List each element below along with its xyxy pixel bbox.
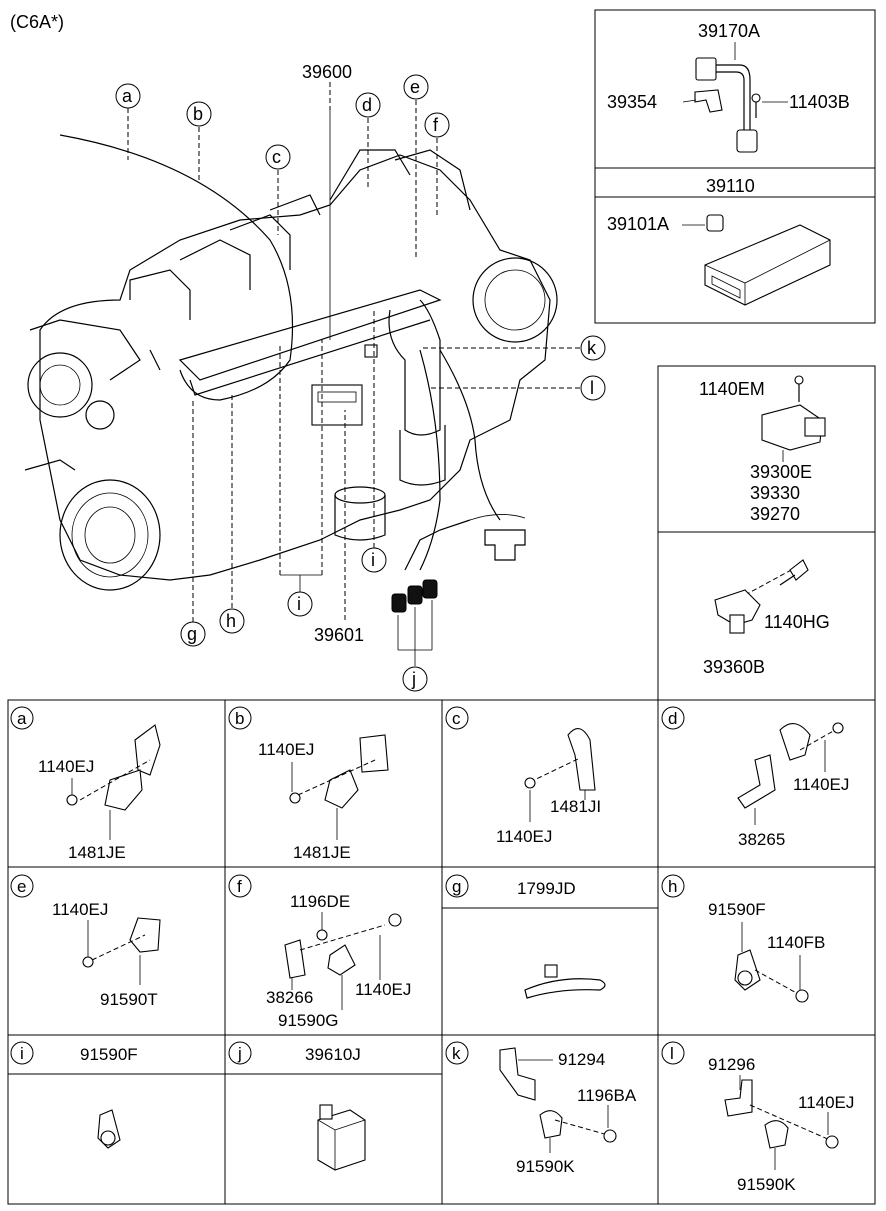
part-39270: 39270 <box>750 504 800 524</box>
cell-k: 91294 1196BA 91590K <box>499 1047 637 1176</box>
cell-l: 91296 1140EJ 91590K <box>708 1055 854 1194</box>
parts-grid <box>7 699 876 1205</box>
svg-text:a: a <box>17 709 27 728</box>
callout-l: l <box>590 378 594 398</box>
cell-h: 91590F 1140FB <box>708 900 825 1003</box>
part-39601: 39601 <box>314 625 364 645</box>
engine-illustration <box>24 110 558 613</box>
svg-text:1140EJ: 1140EJ <box>52 900 108 919</box>
svg-text:l: l <box>670 1044 674 1063</box>
callout-g: g <box>187 624 197 644</box>
variant-code: (C6A*) <box>10 12 64 32</box>
svg-text:g: g <box>452 877 461 896</box>
svg-text:1140EJ: 1140EJ <box>496 827 552 846</box>
callout-c: c <box>272 147 281 167</box>
main-callouts: a b c d e f g h i i j k l <box>115 74 606 692</box>
svg-text:91590G: 91590G <box>278 1011 339 1030</box>
callout-h: h <box>226 611 236 631</box>
svg-text:1140EJ: 1140EJ <box>355 980 411 999</box>
part-39330: 39330 <box>750 483 800 503</box>
main-leaders <box>127 82 580 666</box>
svg-text:1481JE: 1481JE <box>293 843 351 862</box>
sensor-ecu-panel <box>594 9 876 324</box>
svg-text:b: b <box>235 709 244 728</box>
svg-text:91590T: 91590T <box>100 990 158 1009</box>
title-39610J: 39610J <box>305 1045 361 1064</box>
svg-text:j: j <box>237 1044 242 1063</box>
svg-text:c: c <box>452 709 461 728</box>
callout-i-2: i <box>371 550 375 570</box>
part-39360B: 39360B <box>703 657 765 677</box>
part-39300E: 39300E <box>750 462 812 482</box>
part-39110: 39110 <box>706 176 755 196</box>
svg-text:91590F: 91590F <box>708 900 766 919</box>
crank-sensor-group: 39170A 39354 11403B <box>607 21 850 153</box>
svg-text:k: k <box>452 1044 461 1063</box>
callout-b: b <box>193 104 203 124</box>
part-39600: 39600 <box>302 62 352 82</box>
svg-text:1140EJ: 1140EJ <box>38 757 94 776</box>
part-1140HG: 1140HG <box>764 612 830 632</box>
grid-keys: a b c d e f g h i j k l <box>10 706 685 1065</box>
svg-text:1481JI: 1481JI <box>550 797 601 816</box>
knock-sensor-group: 1140HG 39360B <box>703 559 830 677</box>
svg-text:91590K: 91590K <box>516 1157 575 1176</box>
svg-text:38265: 38265 <box>738 830 785 849</box>
svg-text:91590K: 91590K <box>737 1175 796 1194</box>
part-39101A: 39101A <box>607 214 669 234</box>
svg-text:d: d <box>668 709 677 728</box>
part-1140EM: 1140EM <box>699 379 765 399</box>
ecu-group: 39101A <box>607 214 831 306</box>
title-91590F: 91590F <box>80 1045 138 1064</box>
svg-text:91294: 91294 <box>558 1050 605 1069</box>
map-sensor-group: 1140EM 39300E 39330 39270 <box>699 375 826 524</box>
cell-f: 1196DE 38266 1140EJ 91590G <box>266 892 411 1030</box>
svg-text:1196BA: 1196BA <box>577 1086 637 1105</box>
svg-text:1140EJ: 1140EJ <box>258 740 314 759</box>
cell-i <box>97 1109 121 1149</box>
svg-text:91296: 91296 <box>708 1055 755 1074</box>
callout-f: f <box>433 115 439 135</box>
cell-d: 1140EJ 38265 <box>737 722 849 849</box>
svg-text:h: h <box>668 877 677 896</box>
svg-text:38266: 38266 <box>266 988 313 1007</box>
callout-k: k <box>587 338 597 358</box>
svg-text:1140EJ: 1140EJ <box>793 775 849 794</box>
part-39170A: 39170A <box>698 21 760 41</box>
callout-j: j <box>411 669 416 689</box>
cell-g <box>524 964 606 999</box>
svg-text:1196DE: 1196DE <box>290 892 350 911</box>
cell-j <box>317 1104 366 1171</box>
svg-text:i: i <box>20 1044 24 1063</box>
cell-b: 1140EJ 1481JE <box>258 734 389 862</box>
svg-text:1140EJ: 1140EJ <box>798 1093 854 1112</box>
svg-text:1140FB: 1140FB <box>767 933 825 952</box>
svg-text:1481JE: 1481JE <box>68 843 126 862</box>
cell-e: 1140EJ 91590T <box>52 900 161 1009</box>
cell-c: 1481JI 1140EJ <box>496 728 601 846</box>
svg-text:f: f <box>237 877 242 896</box>
callout-a: a <box>122 86 133 106</box>
callout-d: d <box>362 95 372 115</box>
callout-e: e <box>410 77 420 97</box>
svg-text:e: e <box>17 877 26 896</box>
cell-a: 1140EJ 1481JE <box>38 724 161 862</box>
callout-i: i <box>297 594 301 614</box>
title-1799JD: 1799JD <box>517 879 576 898</box>
part-39354: 39354 <box>607 92 657 112</box>
part-11403B: 11403B <box>789 92 850 112</box>
